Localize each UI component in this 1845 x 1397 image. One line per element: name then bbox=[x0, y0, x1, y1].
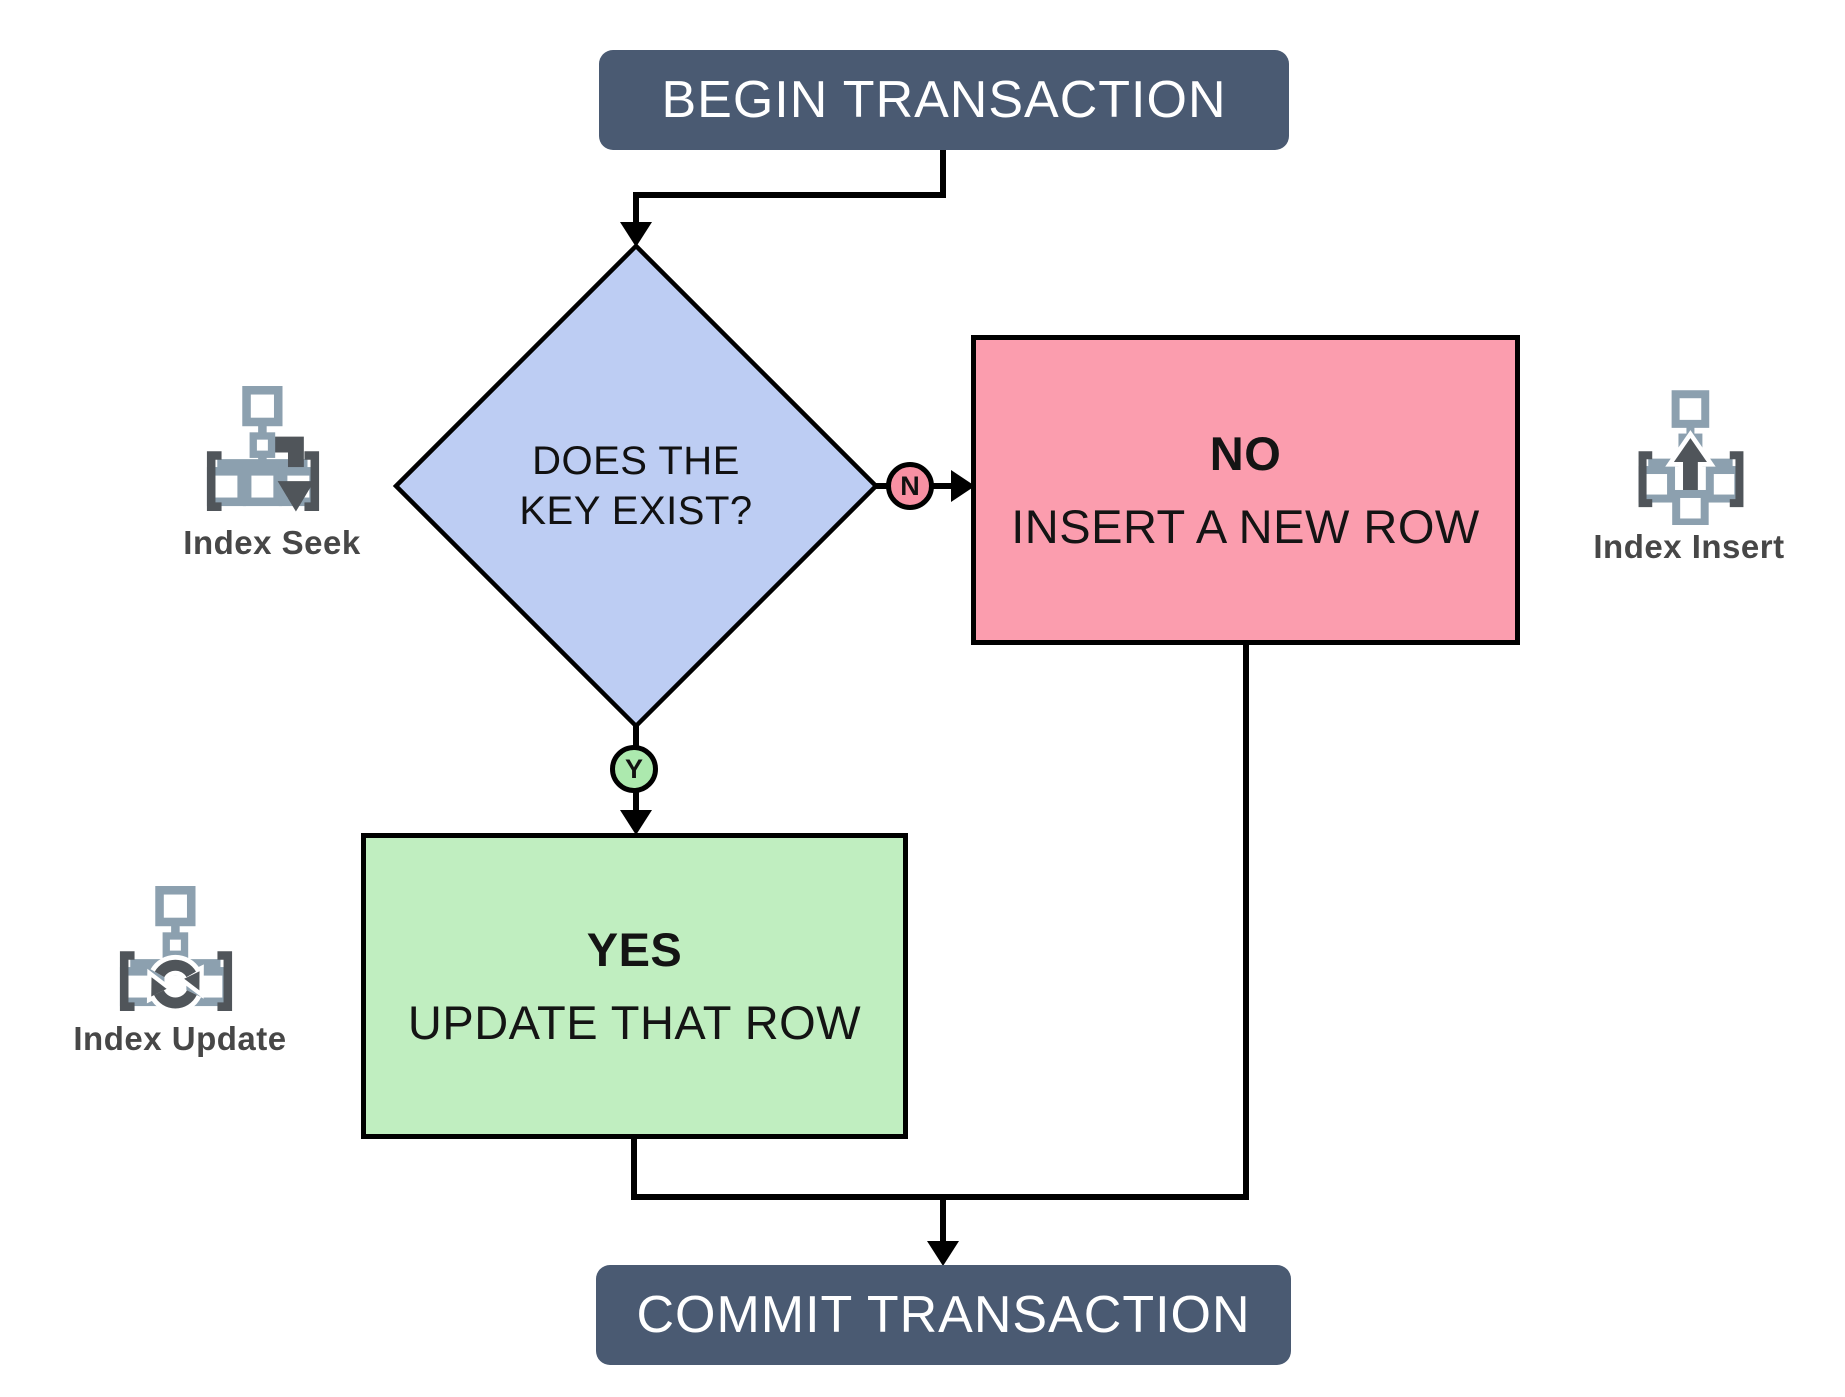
no-badge-letter: N bbox=[900, 470, 920, 501]
index-update-label: Index Update bbox=[73, 1020, 287, 1057]
begin-transaction-node: BEGIN TRANSACTION bbox=[599, 50, 1289, 150]
decision-text: DOES THE KEY EXIST? bbox=[436, 436, 836, 536]
yes-body: UPDATE THAT ROW bbox=[407, 996, 862, 1049]
decision-line-2: KEY EXIST? bbox=[519, 489, 753, 533]
index-insert-icon bbox=[1638, 390, 1744, 525]
decision-line-1: DOES THE bbox=[532, 439, 740, 483]
index-seek-label: Index Seek bbox=[183, 524, 361, 561]
yes-heading: YES bbox=[586, 923, 683, 976]
commit-transaction-label: COMMIT TRANSACTION bbox=[636, 1286, 1251, 1344]
no-branch-badge: N bbox=[886, 462, 934, 510]
no-heading: NO bbox=[1209, 427, 1282, 480]
no-body: INSERT A NEW ROW bbox=[1011, 500, 1480, 553]
commit-transaction-node: COMMIT TRANSACTION bbox=[596, 1265, 1291, 1365]
yes-badge-letter: Y bbox=[624, 753, 643, 784]
begin-transaction-label: BEGIN TRANSACTION bbox=[661, 71, 1227, 129]
wire-begin-to-decision bbox=[633, 145, 946, 224]
index-seek-icon bbox=[206, 386, 320, 512]
no-insert-node: NO INSERT A NEW ROW bbox=[971, 335, 1520, 645]
index-update-icon bbox=[119, 886, 233, 1014]
yes-update-node: YES UPDATE THAT ROW bbox=[361, 833, 908, 1139]
yes-branch-badge: Y bbox=[610, 745, 658, 793]
arrowhead-into-commit bbox=[927, 1241, 959, 1266]
arrowhead-into-decision bbox=[620, 222, 652, 247]
arrowhead-into-no-box bbox=[951, 470, 975, 502]
index-insert-label: Index Insert bbox=[1593, 528, 1785, 565]
arrowhead-into-yes-box bbox=[620, 810, 652, 835]
